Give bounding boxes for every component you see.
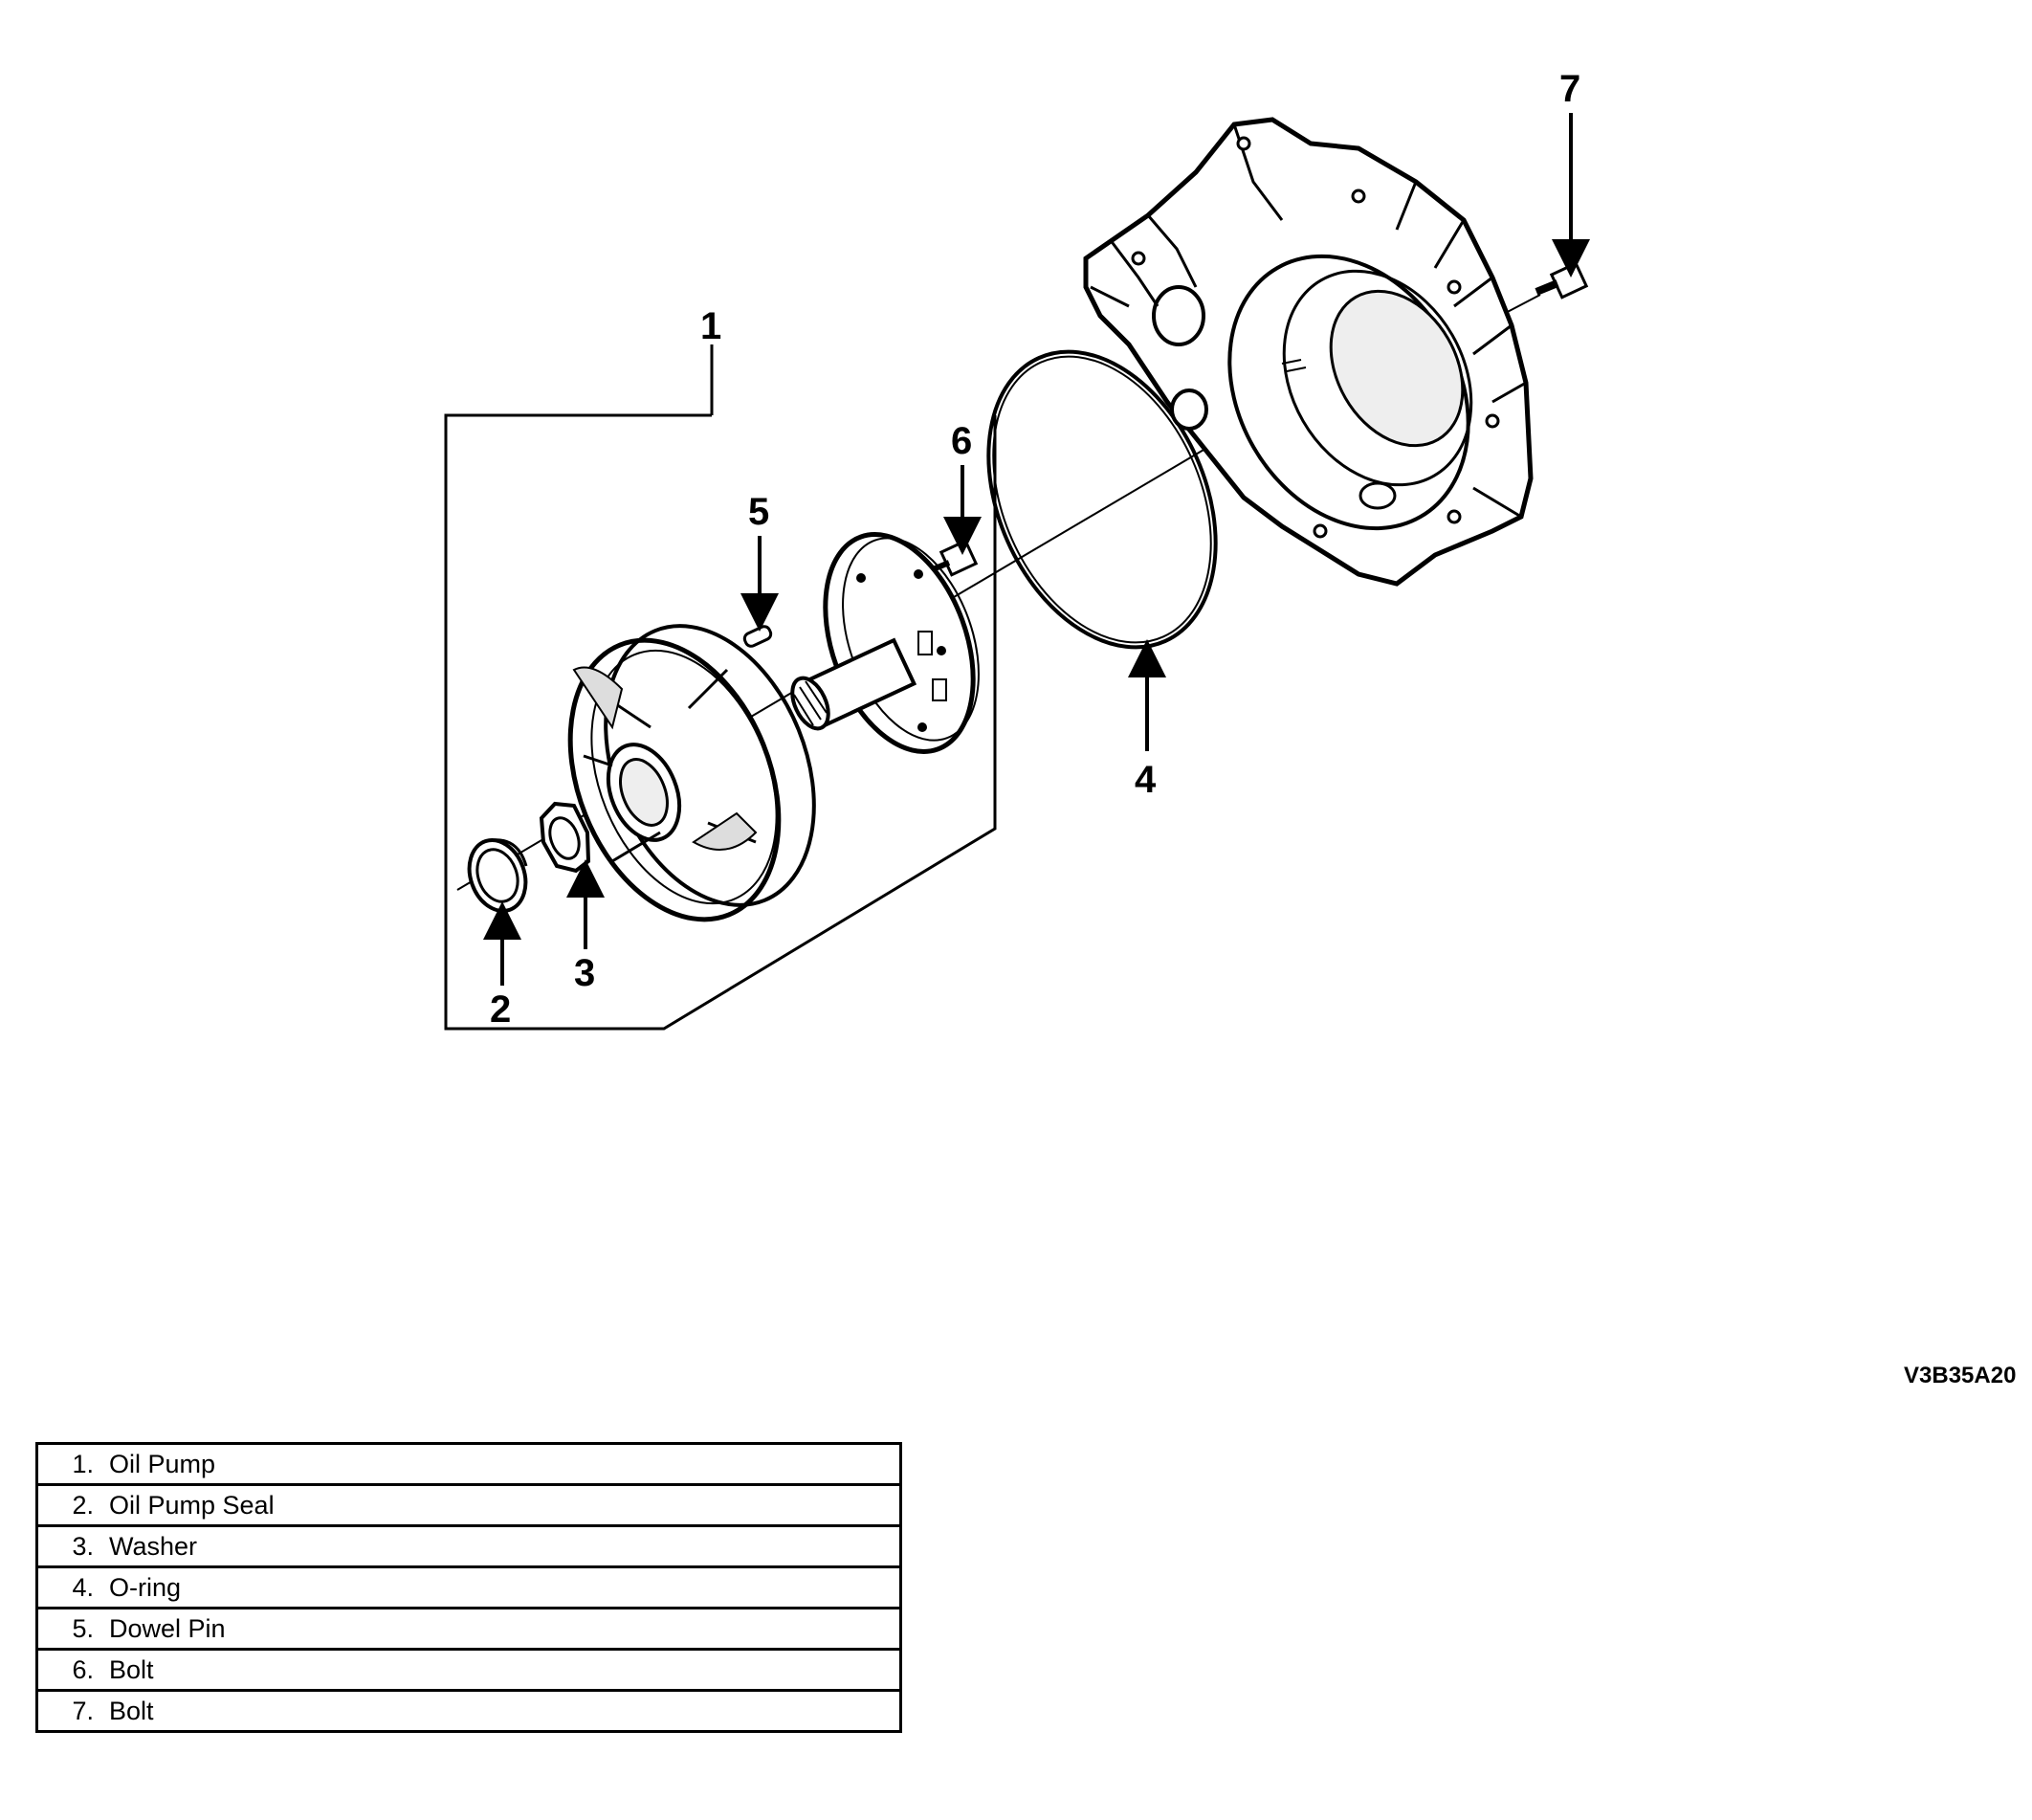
bolt-6 (931, 539, 979, 577)
legend-row: 7.Bolt (36, 1689, 901, 1733)
legend-item-name: O-ring (94, 1565, 901, 1609)
legend-item-name: Bolt (94, 1689, 901, 1733)
pump-cover (790, 532, 980, 754)
callout-2: 2 (490, 988, 511, 1031)
transmission-case (1083, 117, 1534, 587)
dowel-pin (742, 625, 773, 648)
legend-item-number: 3. (36, 1524, 94, 1568)
legend-row: 5.Dowel Pin (36, 1607, 901, 1651)
legend-item-number: 1. (36, 1442, 94, 1486)
o-ring-inner (992, 355, 1212, 644)
callout-4: 4 (1135, 759, 1157, 801)
figure-code: V3B35A20 (1904, 1363, 2017, 1388)
legend-row: 3.Washer (36, 1524, 901, 1568)
legend-row: 6.Bolt (36, 1648, 901, 1692)
oil-pump-housing (567, 624, 816, 922)
legend-item-name: Oil Pump (94, 1442, 901, 1486)
legend-item-number: 2. (36, 1483, 94, 1527)
oil-pump-group-outline (444, 413, 997, 1031)
callout-5: 5 (748, 491, 769, 533)
callout-6: 6 (951, 420, 972, 462)
legend-item-name: Dowel Pin (94, 1607, 901, 1651)
legend-item-name: Oil Pump Seal (94, 1483, 901, 1527)
callout-1: 1 (700, 305, 721, 347)
legend-item-name: Washer (94, 1524, 901, 1568)
legend-row: 1.Oil Pump (36, 1442, 901, 1486)
legend-item-number: 4. (36, 1565, 94, 1609)
washer (539, 801, 591, 874)
bolt-7 (1535, 261, 1589, 300)
legend-item-name: Bolt (94, 1648, 901, 1692)
callout-7: 7 (1559, 68, 1580, 110)
legend-item-number: 7. (36, 1689, 94, 1733)
legend-row: 2.Oil Pump Seal (36, 1483, 901, 1527)
oil-pump-seal (467, 838, 528, 913)
legend-item-number: 6. (36, 1648, 94, 1692)
legend-item-number: 5. (36, 1607, 94, 1651)
legend-row: 4.O-ring (36, 1565, 901, 1609)
callout-3: 3 (574, 952, 595, 994)
